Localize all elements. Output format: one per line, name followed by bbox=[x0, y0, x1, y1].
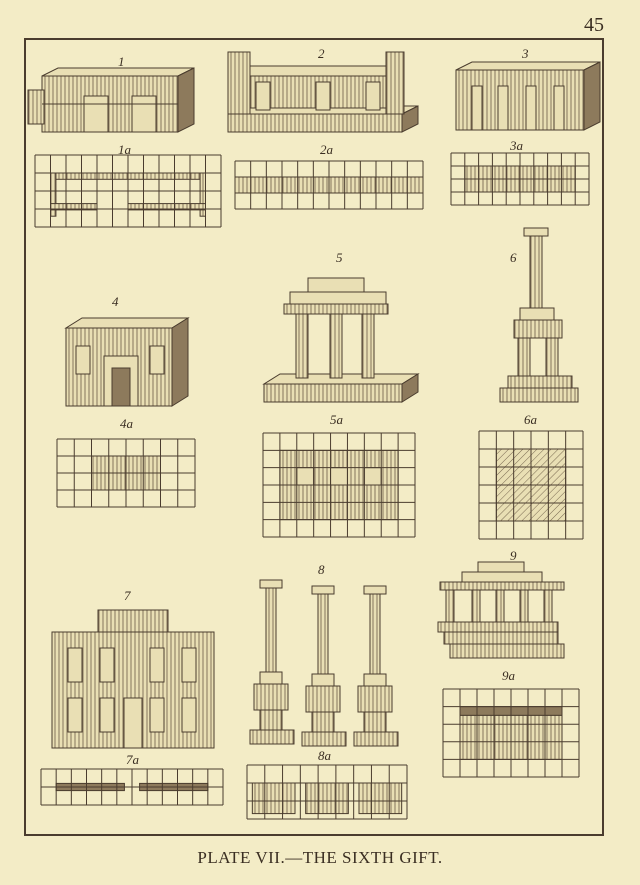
page-number: 45 bbox=[584, 14, 604, 36]
figure-label: 9 bbox=[510, 548, 517, 563]
plate-caption: PLATE VII.—THE SIXTH GIFT. bbox=[197, 848, 443, 867]
figure-4a-plan bbox=[56, 438, 196, 508]
figure-label: 7a bbox=[126, 752, 139, 767]
figure-label: 5 bbox=[336, 250, 343, 265]
figure-8-structure bbox=[249, 579, 399, 747]
figure-label: 7 bbox=[124, 588, 131, 603]
figure-5-structure bbox=[262, 277, 420, 403]
figure-3-structure bbox=[455, 61, 601, 131]
figure-label: 8 bbox=[318, 562, 325, 577]
figure-9-structure bbox=[437, 561, 565, 659]
figure-4-structure bbox=[64, 317, 190, 407]
figure-label: 3a bbox=[510, 138, 523, 153]
figure-label: 5a bbox=[330, 412, 343, 427]
figure-label: 2 bbox=[318, 46, 325, 61]
figure-label: 8a bbox=[318, 748, 331, 763]
figure-label: 1 bbox=[118, 54, 125, 69]
figure-label: 6a bbox=[524, 412, 537, 427]
figure-label: 4 bbox=[112, 294, 119, 309]
figure-6a-plan bbox=[478, 430, 584, 540]
figure-2-structure bbox=[227, 51, 419, 133]
figure-label: 9a bbox=[502, 668, 515, 683]
figure-2a-plan bbox=[234, 160, 424, 210]
figure-5a-plan bbox=[262, 432, 416, 538]
figure-7-structure bbox=[51, 609, 215, 749]
figure-label: 2a bbox=[320, 142, 333, 157]
figure-label: 6 bbox=[510, 250, 517, 265]
figure-label: 1a bbox=[118, 142, 131, 157]
figure-1-structure bbox=[27, 67, 195, 133]
figure-label: 4a bbox=[120, 416, 133, 431]
plate-frame bbox=[24, 38, 604, 836]
figure-6-structure bbox=[499, 227, 579, 403]
figure-1a-plan bbox=[34, 154, 222, 228]
figure-9a-plan bbox=[442, 688, 580, 778]
figure-7a-plan bbox=[40, 768, 224, 806]
figure-8a-plan bbox=[246, 764, 408, 820]
figure-3a-plan bbox=[450, 152, 590, 206]
figure-label: 3 bbox=[522, 46, 529, 61]
